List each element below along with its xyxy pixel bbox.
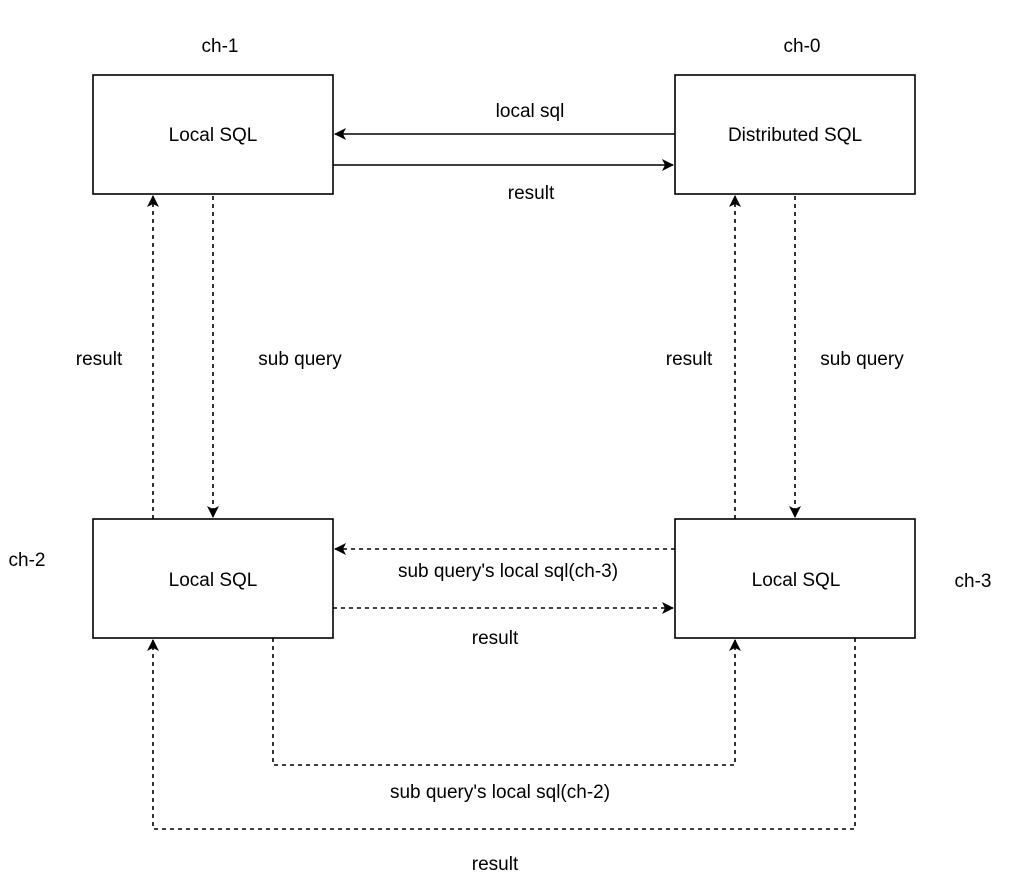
edge-label-result-bottom: result — [472, 854, 519, 875]
node-ch3-label: Local SQL — [752, 570, 841, 591]
edge-label-subquery-local-ch3: sub query's local sql(ch-3) — [398, 561, 618, 582]
edge-label-result-right: result — [666, 349, 713, 370]
edge-label-local-sql: local sql — [496, 101, 565, 122]
node-ch3[interactable]: Local SQL — [674, 518, 916, 639]
edge-ch2-to-ch3-bottom — [272, 638, 741, 766]
node-tag-ch1: ch-1 — [202, 36, 239, 57]
edge-label-subquery-local-ch2: sub query's local sql(ch-2) — [390, 782, 610, 803]
node-ch0-label: Distributed SQL — [728, 125, 862, 146]
edge-label-result-left: result — [76, 349, 123, 370]
node-ch1-label: Local SQL — [169, 125, 258, 146]
node-tag-ch2: ch-2 — [9, 550, 46, 571]
edge-label-subquery-left: sub query — [258, 349, 342, 370]
node-tag-ch0: ch-0 — [784, 36, 821, 57]
node-ch0[interactable]: Distributed SQL — [674, 74, 916, 195]
node-ch2-label: Local SQL — [169, 570, 258, 591]
edge-label-result-middle: result — [472, 628, 519, 649]
node-tag-ch3: ch-3 — [955, 571, 992, 592]
edge-label-subquery-right: sub query — [820, 349, 904, 370]
node-ch2[interactable]: Local SQL — [92, 518, 334, 639]
edge-ch3-to-ch2-bottom — [147, 638, 856, 830]
node-ch1[interactable]: Local SQL — [92, 74, 334, 195]
edge-label-result-top: result — [508, 183, 555, 204]
